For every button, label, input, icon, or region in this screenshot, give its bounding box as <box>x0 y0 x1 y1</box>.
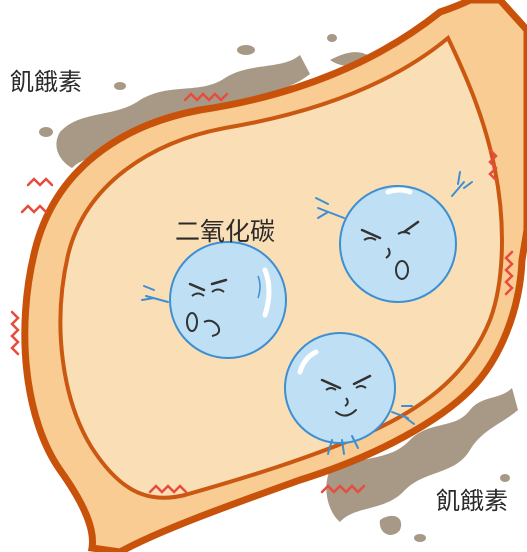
red-squiggle-4 <box>12 312 18 354</box>
co2-label: 二氧化碳 <box>175 212 275 248</box>
red-squiggle-2 <box>28 179 52 185</box>
ghrelin-label-top: 飢餓素 <box>10 62 82 97</box>
red-squiggle-3 <box>22 206 46 212</box>
ghrelin-label-bottom: 飢餓素 <box>436 481 508 516</box>
